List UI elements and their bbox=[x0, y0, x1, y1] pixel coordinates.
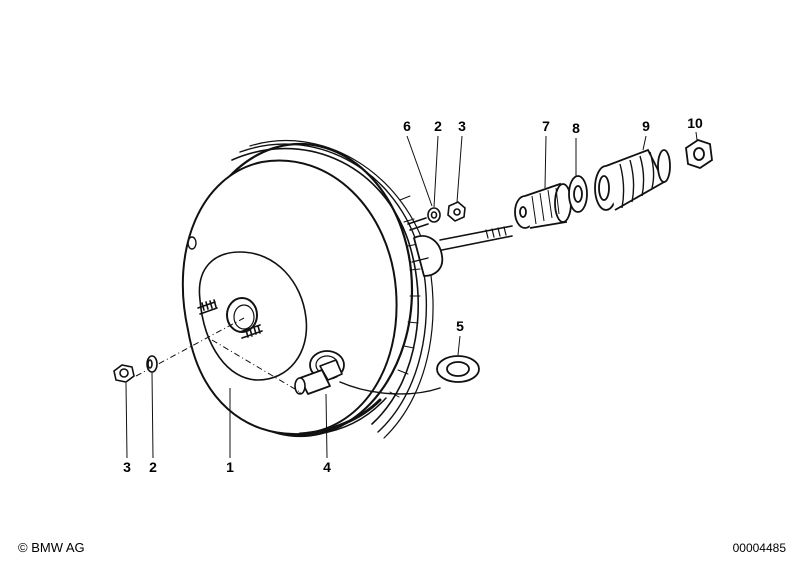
callout-8: 8 bbox=[572, 120, 580, 136]
callout-9: 9 bbox=[642, 118, 650, 134]
nut-top bbox=[447, 201, 466, 222]
callout-6: 6 bbox=[403, 118, 411, 134]
callout-2-bottom: 2 bbox=[149, 459, 157, 475]
callout-2-top: 2 bbox=[434, 118, 442, 134]
copyright-label: © BMW AG bbox=[18, 540, 85, 555]
callout-3-bottom: 3 bbox=[123, 459, 131, 475]
callout-7: 7 bbox=[542, 118, 550, 134]
brake-booster bbox=[181, 139, 513, 439]
nut-part-10 bbox=[685, 139, 713, 169]
boot-part-9 bbox=[594, 148, 671, 211]
callout-10: 10 bbox=[687, 115, 703, 131]
leader-lines bbox=[125, 131, 698, 459]
callout-5: 5 bbox=[456, 318, 464, 334]
callout-4: 4 bbox=[323, 459, 331, 475]
washer-left bbox=[146, 355, 158, 373]
washer-top bbox=[427, 207, 441, 223]
gasket-ring-5 bbox=[436, 355, 480, 383]
callout-1: 1 bbox=[226, 459, 234, 475]
damper-ring-8 bbox=[568, 175, 588, 213]
filter-part-7 bbox=[514, 182, 572, 229]
callout-3-top: 3 bbox=[458, 118, 466, 134]
nut-left bbox=[113, 364, 135, 383]
document-number: 00004485 bbox=[733, 541, 787, 555]
axis-line bbox=[135, 317, 301, 394]
